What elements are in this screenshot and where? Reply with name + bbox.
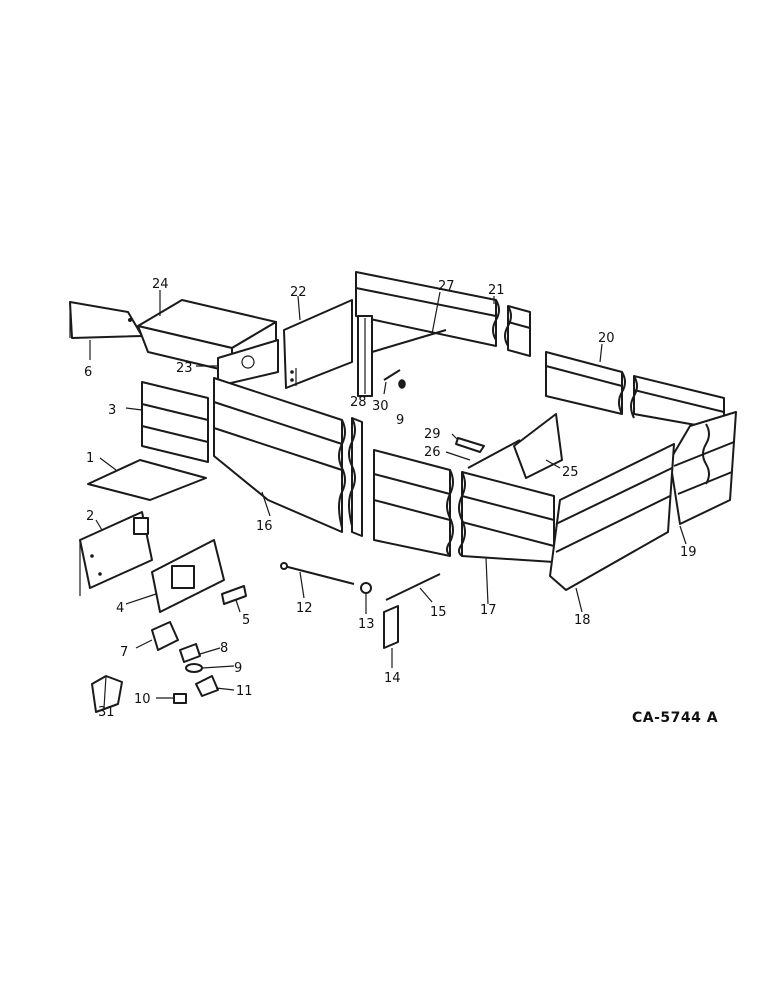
callout-20: 20 (598, 331, 615, 346)
part-8-block (179, 643, 201, 663)
callout-9-lower: 9 (234, 661, 242, 676)
callout-1: 1 (86, 451, 94, 466)
callout-27: 27 (438, 279, 455, 294)
drawing-reference-code: CA-5744 A (632, 710, 718, 726)
part-7-bracket (151, 621, 179, 651)
callout-5: 5 (242, 613, 250, 628)
part-30-pin (383, 369, 401, 381)
leader-lines (89, 290, 687, 699)
callout-26: 26 (424, 445, 441, 460)
callout-23: 23 (176, 361, 193, 376)
part-10-nut (173, 693, 187, 704)
part-14-bracket (383, 605, 399, 649)
part-19-rear-end (669, 411, 737, 525)
part-27-brace-rod (371, 329, 447, 353)
part-15-rod (385, 573, 441, 601)
callout-21: 21 (488, 283, 505, 298)
part-16-left-side (213, 377, 363, 537)
part-21-front-header (355, 271, 531, 357)
callout-2: 2 (86, 509, 94, 524)
part-6-plate (69, 301, 143, 339)
part-3-board-stack (141, 381, 209, 463)
part-12-rod (280, 562, 355, 585)
part-23-end-panel (217, 339, 279, 387)
part-9-upper-washer (398, 379, 406, 389)
callout-25: 25 (562, 465, 579, 480)
callout-29: 29 (424, 427, 441, 442)
callout-6: 6 (84, 365, 92, 380)
callout-14: 14 (384, 671, 401, 686)
part-25-divider (513, 413, 563, 479)
callout-9-upper: 9 (396, 413, 404, 428)
callout-12: 12 (296, 601, 313, 616)
callout-28: 28 (350, 395, 367, 410)
callout-4: 4 (116, 601, 124, 616)
callout-16: 16 (256, 519, 273, 534)
part-20-side-boards (545, 351, 725, 431)
callout-19: 19 (680, 545, 697, 560)
callout-7: 7 (120, 645, 128, 660)
part-18-end-gate (549, 443, 675, 591)
callout-22: 22 (290, 285, 307, 300)
part-17-lower-side (373, 449, 555, 563)
callout-labels: 1 2 3 4 5 6 7 8 9 9 10 11 12 13 14 15 16… (84, 277, 697, 720)
part-1-floor-plate (87, 459, 207, 501)
part-29-clip (455, 437, 485, 453)
callout-15: 15 (430, 605, 447, 620)
part-28-upright (357, 315, 373, 397)
part-26-rod (467, 439, 521, 469)
callout-10: 10 (134, 692, 151, 707)
callout-8: 8 (220, 641, 228, 656)
part-22-panel (283, 299, 353, 389)
callout-31: 31 (98, 705, 115, 720)
part-13-knob (360, 582, 372, 594)
part-5-clip (221, 585, 247, 605)
callout-18: 18 (574, 613, 591, 628)
callout-3: 3 (108, 403, 116, 418)
callout-13: 13 (358, 617, 375, 632)
callout-11: 11 (236, 684, 253, 699)
part-2-bracket (79, 511, 153, 596)
callout-17: 17 (480, 603, 497, 618)
part-11-latch (195, 675, 219, 697)
callout-30: 30 (372, 399, 389, 414)
part-4-window-plate (151, 539, 225, 613)
part-9-washer (185, 663, 203, 673)
callout-24: 24 (152, 277, 169, 292)
part-31-hinge (91, 675, 123, 713)
